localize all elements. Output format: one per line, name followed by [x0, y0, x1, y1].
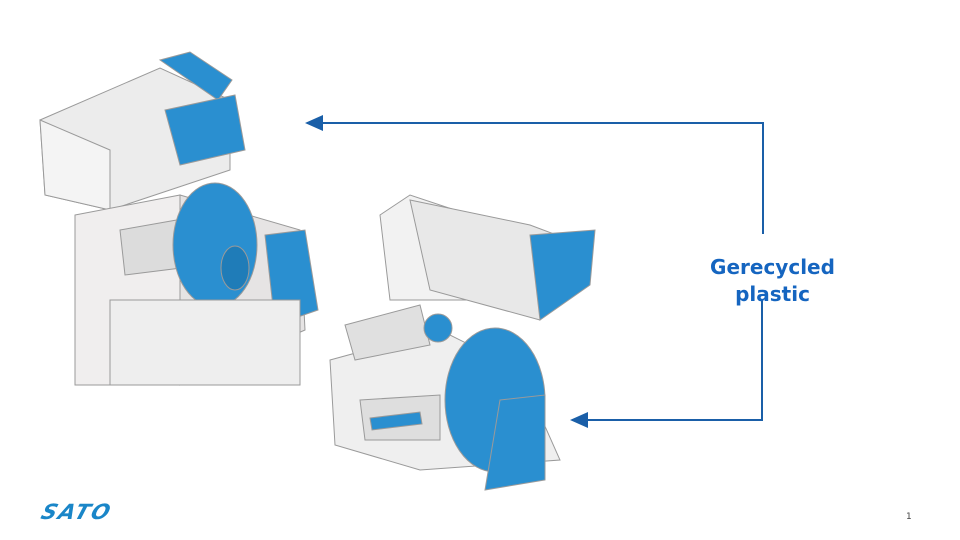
printer-left-image	[39, 51, 319, 386]
arrow-to-right-printer	[570, 300, 763, 428]
page-number: 1	[906, 512, 912, 522]
sato-logo: SATO	[38, 500, 116, 524]
arrow-to-left-printer	[305, 115, 764, 234]
printer-right-image	[329, 194, 596, 491]
recycled-plastic-label: Gerecycled plastic	[710, 255, 835, 306]
